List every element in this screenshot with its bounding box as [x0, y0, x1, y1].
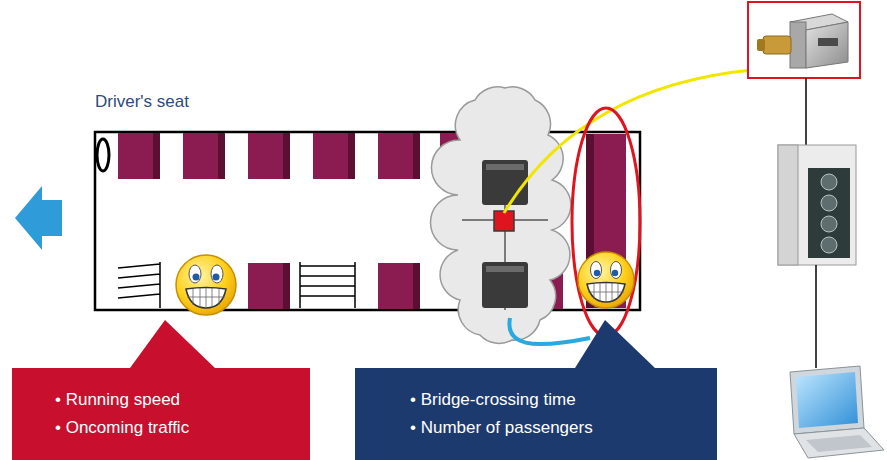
logger-case [778, 145, 856, 265]
seat [248, 133, 290, 179]
smiley-face [578, 252, 634, 308]
wheel [482, 262, 528, 308]
face [578, 252, 634, 308]
face [176, 255, 236, 315]
seat-back [218, 133, 225, 179]
seat-back [413, 133, 420, 179]
data-logger [778, 145, 856, 265]
laptop-screen [796, 372, 858, 428]
bnc-port [821, 195, 837, 211]
sensor-face [806, 22, 848, 68]
bullet-item: • Running speed [55, 386, 189, 414]
bnc-port [821, 216, 837, 232]
seat [118, 133, 160, 179]
bullet-item: • Oncoming traffic [55, 414, 189, 442]
sensor-plate [818, 38, 838, 46]
steering-wheel [97, 139, 109, 171]
seat-back [283, 133, 290, 179]
step-lines [118, 262, 160, 308]
pupil [193, 274, 200, 281]
teeth [187, 288, 225, 308]
seat-label: Driver's seat [95, 92, 189, 112]
eye [189, 265, 201, 283]
sensor-frame [748, 2, 860, 78]
seat [378, 133, 420, 179]
seat-back [283, 263, 290, 309]
eye [591, 262, 602, 279]
callout-body: • Running speed• Oncoming traffic [55, 386, 189, 442]
seat-row [118, 133, 470, 179]
eye [211, 265, 223, 283]
mouth [186, 288, 226, 309]
seat-back [153, 133, 160, 179]
laptop [790, 366, 884, 458]
callout-box: • Running speed• Oncoming traffic [12, 320, 310, 460]
bnc-port [821, 237, 837, 253]
passenger-link [509, 318, 590, 344]
connector [763, 36, 791, 54]
step-lines [300, 262, 355, 308]
laptop-lid [790, 366, 864, 434]
accelerometer [757, 14, 848, 68]
laptop-keyboard [806, 435, 872, 452]
bullet-item: • Number of passengers [410, 414, 593, 442]
cable [815, 265, 817, 368]
seat-row [248, 263, 563, 309]
wheel [482, 160, 528, 205]
sensor-cable [504, 70, 752, 213]
highlight-ellipse [572, 108, 640, 336]
callout-body: • Bridge-crossing time• Number of passen… [410, 386, 593, 442]
seat [248, 263, 290, 309]
seat-back [413, 263, 420, 309]
pupil [594, 270, 600, 276]
wheel-highlight [486, 266, 524, 272]
smiley-face [176, 255, 236, 315]
callout-box: • Bridge-crossing time• Number of passen… [355, 320, 717, 460]
direction-arrow [15, 186, 62, 250]
pupil [213, 274, 220, 281]
connector-tip [757, 39, 765, 51]
seat [183, 133, 225, 179]
callout-fill [355, 320, 717, 460]
seat [313, 133, 355, 179]
wheel-highlight [486, 164, 524, 170]
teeth [588, 283, 624, 302]
sensor-side [790, 22, 806, 68]
bullet-item: • Bridge-crossing time [410, 386, 593, 414]
seat [378, 263, 420, 309]
logger-panel [808, 168, 850, 258]
bnc-port [821, 174, 837, 190]
eye [611, 262, 622, 279]
cloud-highlight [430, 87, 570, 343]
mouth [587, 283, 625, 303]
seat-back [348, 133, 355, 179]
pupil [612, 270, 618, 276]
cable [805, 78, 807, 145]
laptop-base [794, 428, 884, 458]
sensor-mark [494, 211, 514, 231]
logger-rib [778, 145, 798, 265]
callout-fill [12, 320, 310, 460]
